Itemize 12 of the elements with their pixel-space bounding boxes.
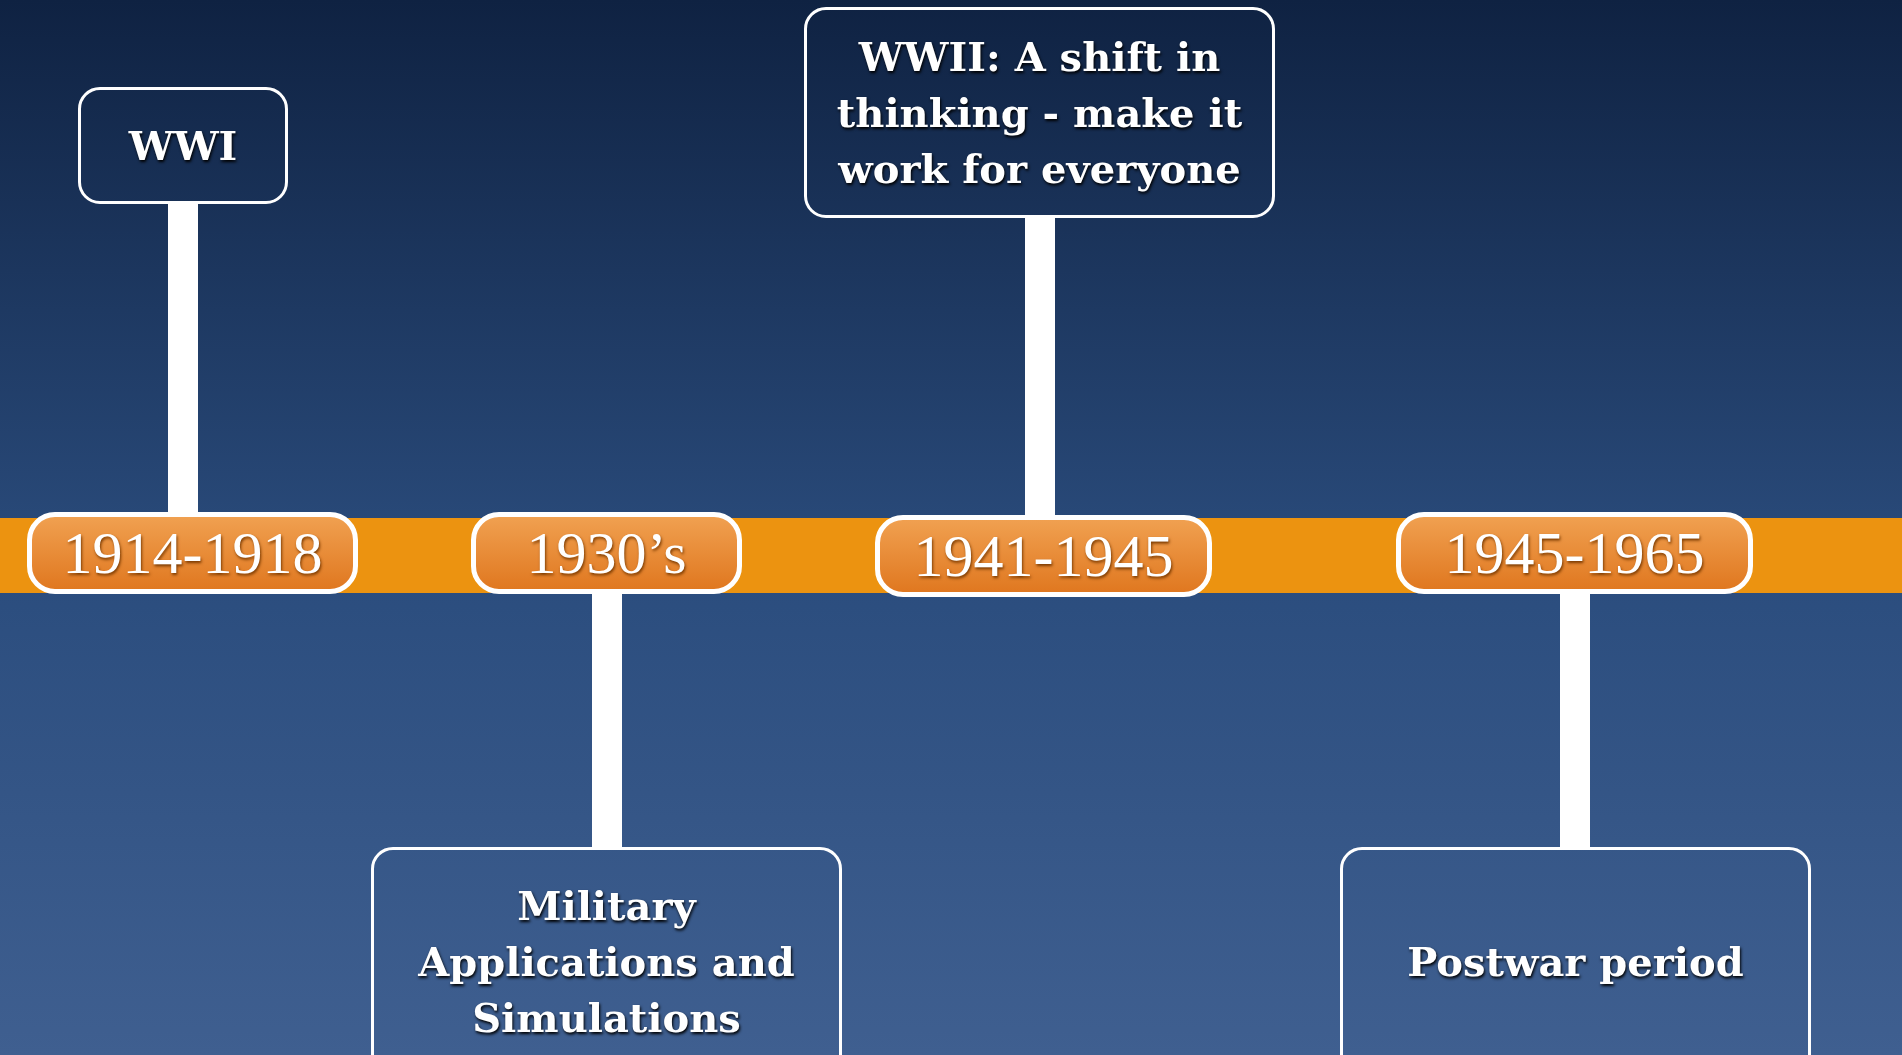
date-pill: 1930’s bbox=[471, 512, 742, 594]
event-box: Military Applications and Simulations bbox=[371, 847, 842, 1055]
date-pill: 1945-1965 bbox=[1396, 512, 1753, 594]
date-pill: 1914-1918 bbox=[27, 512, 358, 594]
connector-line bbox=[1025, 218, 1055, 515]
connector-line bbox=[168, 204, 198, 512]
event-box: WWII: A shift in thinking - make it work for everyone bbox=[804, 7, 1275, 218]
event-box: WWI bbox=[78, 87, 288, 204]
event-box: Postwar period bbox=[1340, 847, 1811, 1055]
connector-line bbox=[592, 594, 622, 847]
connector-line bbox=[1560, 594, 1590, 847]
date-pill: 1941-1945 bbox=[875, 515, 1212, 597]
